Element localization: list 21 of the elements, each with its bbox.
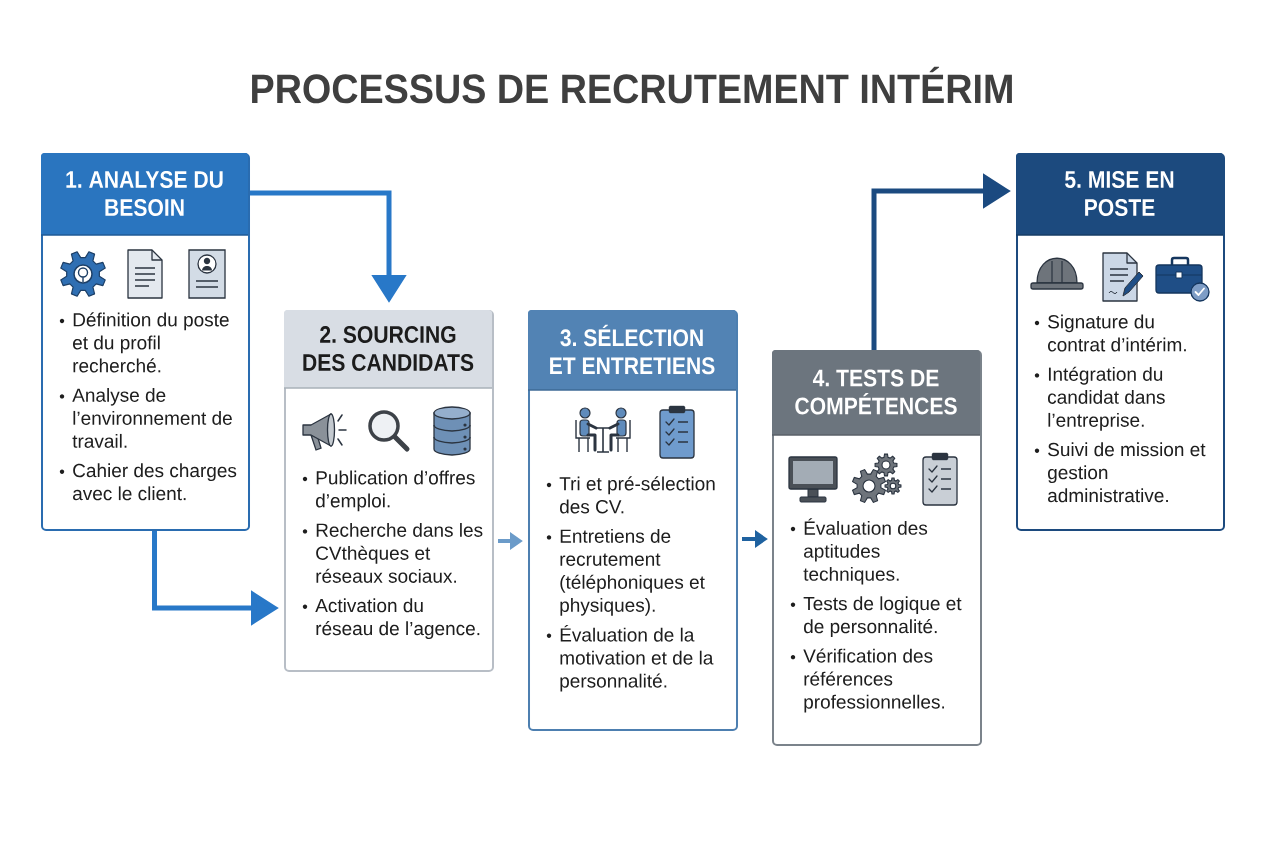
bullet-item: Entretiens de recrutement (téléphoniques et physiques). [560, 528, 705, 616]
card-header: 3. SÉLECTION ET ENTRETIENS [527, 310, 737, 391]
card-header: 2. SOURCING DES CANDIDATS [283, 310, 493, 389]
bullet-item: Vérification des références professionnelles. [803, 648, 944, 713]
card-header: 1. ANALYSE DU BESOIN [40, 153, 249, 236]
bullet-item: Évaluation des aptitudes techniques. [803, 518, 928, 585]
bullet-item: Tests de logique et de personnalité. [803, 596, 962, 637]
bullet-item: Publication d’offres d’emploi. [316, 470, 475, 512]
bullet-item: Signature du contrat d’intérim. [1048, 314, 1186, 352]
bullet-item: Intégration du candidat dans l’entreprise. [1048, 366, 1165, 431]
bullet-item: Activation du réseau de l’agence. [315, 598, 480, 640]
bullet-item: Cahier des charges avec le client. [73, 463, 237, 501]
bullet-item: Tri et pré-sélection des CV. [559, 476, 715, 514]
card-header: 5. MISE EN POSTE [1015, 153, 1224, 236]
bullet-item: Recherche dans les CVthèques et réseaux sociaux. [316, 522, 483, 583]
bullet-item: Définition du poste et du profil recherché. [73, 312, 229, 373]
bullet-item: Analyse de l’environnement de travail. [72, 387, 232, 448]
card-header: 4. TESTS DE COMPÉTENCES [771, 350, 981, 436]
bullet-item: Évaluation de la motivation et de la personnalité. [560, 625, 714, 692]
bullet-item: Suivi de mission et gestion administrative. [1048, 442, 1206, 503]
title: PROCESSUS DE RECRUTEMENT INTÉRIM [252, 66, 1012, 104]
